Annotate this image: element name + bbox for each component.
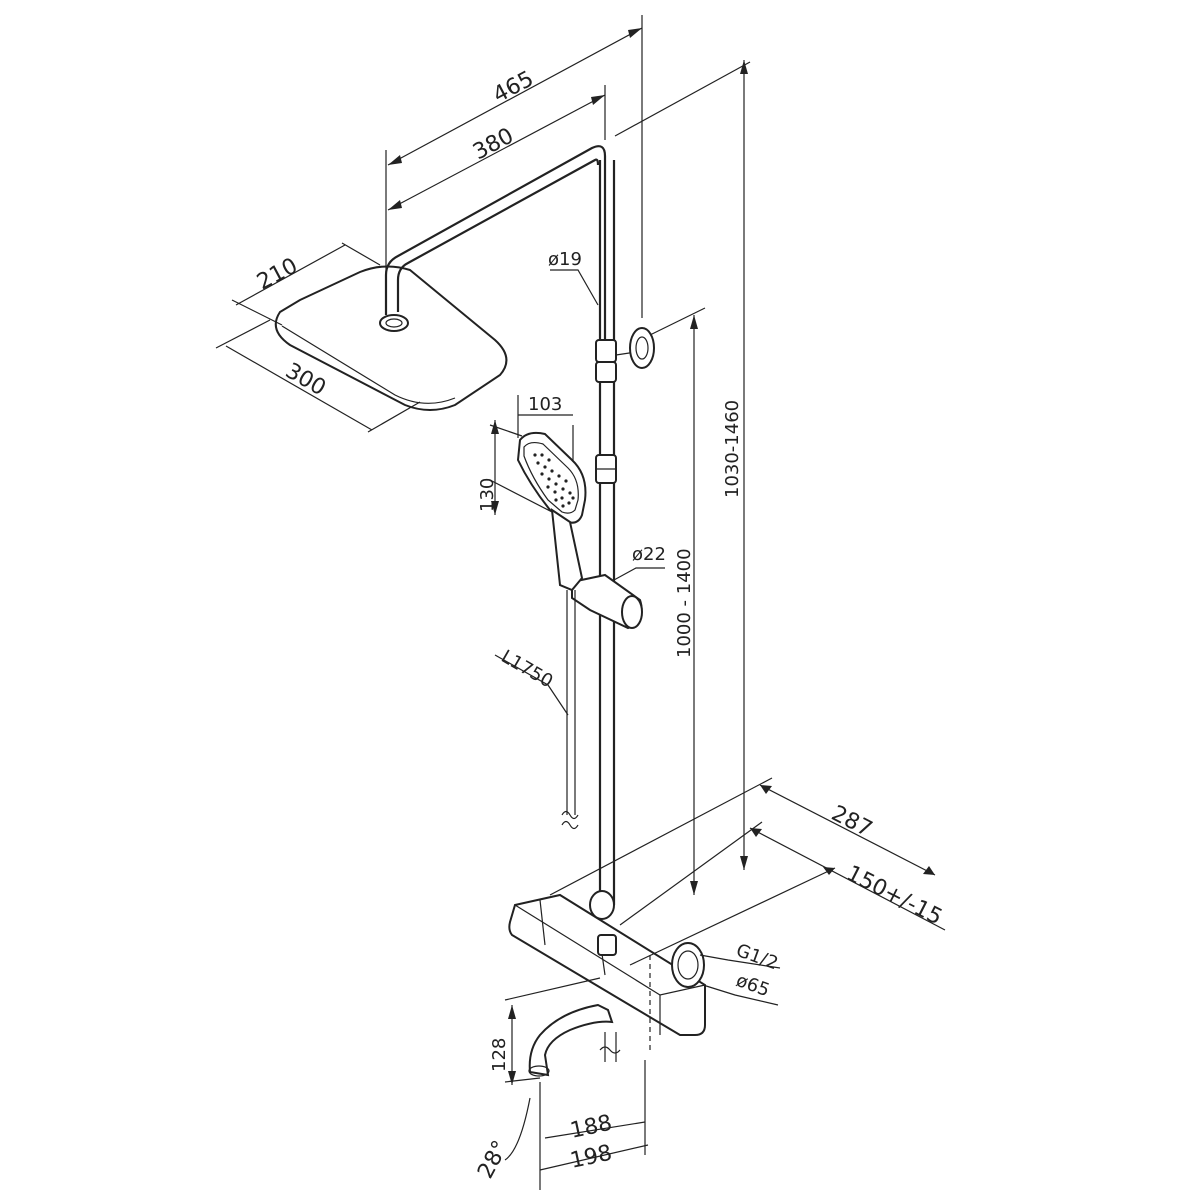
dim-465: 465 (489, 67, 538, 109)
dim-spout-height: 128 (489, 1038, 510, 1072)
dim-total-height: 1030-1460 (722, 400, 743, 498)
dim-flange-diameter: ø65 (733, 970, 772, 1001)
riser-pipe (571, 160, 655, 905)
dim-300: 300 (281, 359, 330, 402)
dim-hand-width: 103 (528, 394, 562, 415)
dim-hose-length: L1750 (498, 646, 557, 692)
dim-380: 380 (469, 124, 518, 166)
thermostat-mixer (508, 890, 706, 1077)
dim-slider-diameter: ø22 (632, 544, 666, 565)
dimension-lines (215, 15, 946, 1190)
dim-210: 210 (253, 254, 302, 296)
arrow-heads (388, 28, 935, 1085)
dim-spout-reach-inner: 188 (568, 1111, 614, 1144)
nozzle-pattern (533, 453, 575, 508)
shower-arm (384, 145, 607, 345)
dim-riser-diameter: ø19 (548, 249, 582, 270)
dim-slider-height: 1000 - 1400 (674, 548, 695, 658)
hose (561, 590, 579, 830)
shower-head (274, 265, 508, 411)
dim-spout-angle: 28° (473, 1137, 513, 1183)
dim-projection: 287 (827, 801, 876, 842)
hand-shower (516, 431, 587, 592)
dim-spout-reach-outer: 198 (568, 1141, 614, 1174)
